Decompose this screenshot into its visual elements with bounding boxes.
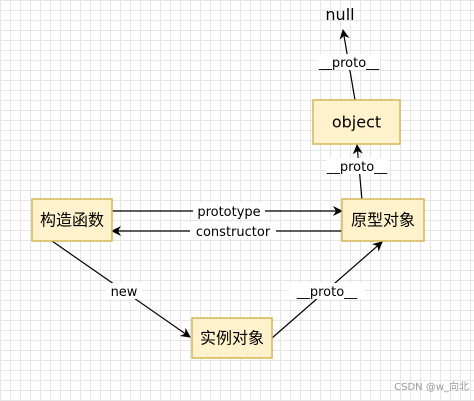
label-bg-proto-instance [289,283,365,299]
label-prototype: prototype [197,205,260,220]
label-bg-proto-prototype [326,158,388,174]
label-proto-instance: __proto__ [296,285,358,300]
node-constructor-function [31,198,113,242]
node-null-text: null [325,5,354,24]
label-bg-proto-object [318,54,380,70]
node-object-text: object [332,113,381,132]
node-prototype-object [341,198,425,242]
node-instance-object [191,317,273,359]
label-bg-new [106,283,142,299]
node-instance-object-text: 实例对象 [200,329,264,348]
label-bg-constructor [190,223,276,239]
node-object [312,99,401,145]
label-bg-prototype [193,203,265,219]
node-prototype-object-text: 原型对象 [351,211,415,230]
watermark-text: CSDN @w_向北 [394,380,469,393]
label-proto-object: __proto__ [318,56,380,71]
label-new: new [111,285,138,300]
node-constructor-function-text: 构造函数 [40,211,104,230]
label-proto-prototype: __proto__ [326,160,388,175]
label-constructor: constructor [196,225,271,240]
